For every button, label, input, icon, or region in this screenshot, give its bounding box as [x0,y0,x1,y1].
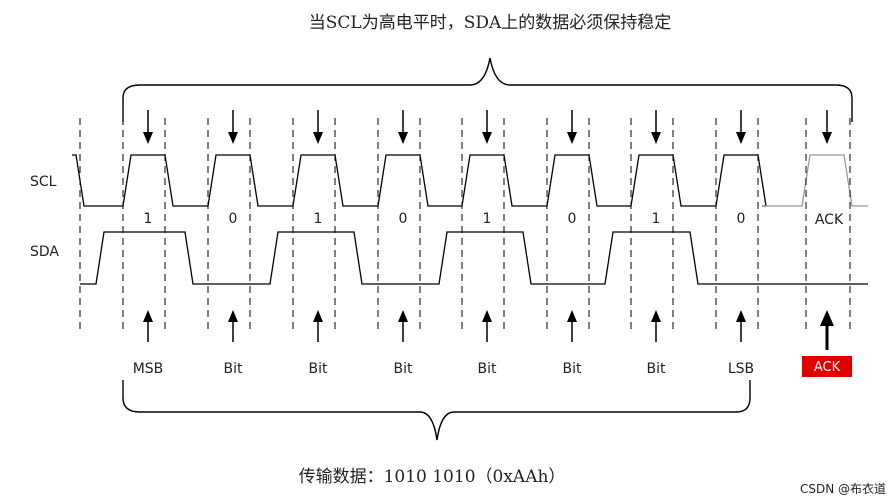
down-arrow-head [822,132,832,144]
down-arrow-head [651,132,661,144]
bit-value: 1 [652,211,661,227]
scl-waveform [72,154,767,207]
up-arrow-head [228,310,238,322]
ack-clock-pulse [762,154,868,207]
bit-value: 0 [229,211,238,227]
marker-label: Bit [224,361,243,377]
bottom-caption: 传输数据：1010 1010（0xAAh） [299,467,566,487]
marker-label: Bit [309,361,328,377]
watermark: CSDN @布衣道 [800,481,886,496]
bottom-brace [122,380,751,441]
bit-value: 1 [314,211,323,227]
bit-values: 1 0 1 0 1 0 1 0 ACK [144,211,844,228]
bit-value: 1 [483,211,492,227]
ack-bit-value: ACK [815,212,844,228]
up-arrow-head [313,310,323,322]
ack-arrow-head [820,310,834,326]
marker-label: MSB [133,361,164,377]
bit-value: 0 [399,211,408,227]
sda-label: SDA [30,244,59,260]
marker-label: LSB [728,361,754,377]
down-arrow-head [567,132,577,144]
ack-badge [802,356,852,377]
up-arrow-head [398,310,408,322]
marker-label: Bit [478,361,497,377]
marker-label: Bit [647,361,666,377]
down-arrow-head [398,132,408,144]
sample-arrows [143,110,832,144]
scl-label: SCL [30,174,57,190]
down-arrow-head [482,132,492,144]
top-caption: 当SCL为高电平时，SDA上的数据必须保持稳定 [309,13,672,33]
down-arrow-head [143,132,153,144]
marker-arrows [143,310,834,350]
ack-badge-label: ACK [814,360,841,375]
marker-labels: MSB Bit Bit Bit Bit Bit Bit LSB [133,361,754,377]
up-arrow-head [651,310,661,322]
up-arrow-head [736,310,746,322]
bit-value: 1 [144,211,153,227]
bit-value: 0 [568,211,577,227]
marker-label: Bit [394,361,413,377]
sda-waveform [80,231,868,285]
down-arrow-head [736,132,746,144]
down-arrow-head [313,132,323,144]
down-arrow-head [228,132,238,144]
bit-value: 0 [737,211,746,227]
up-arrow-head [482,310,492,322]
dashed-guides [79,118,851,332]
marker-label: Bit [563,361,582,377]
up-arrow-head [143,310,153,322]
top-brace [122,57,853,122]
up-arrow-head [567,310,577,322]
